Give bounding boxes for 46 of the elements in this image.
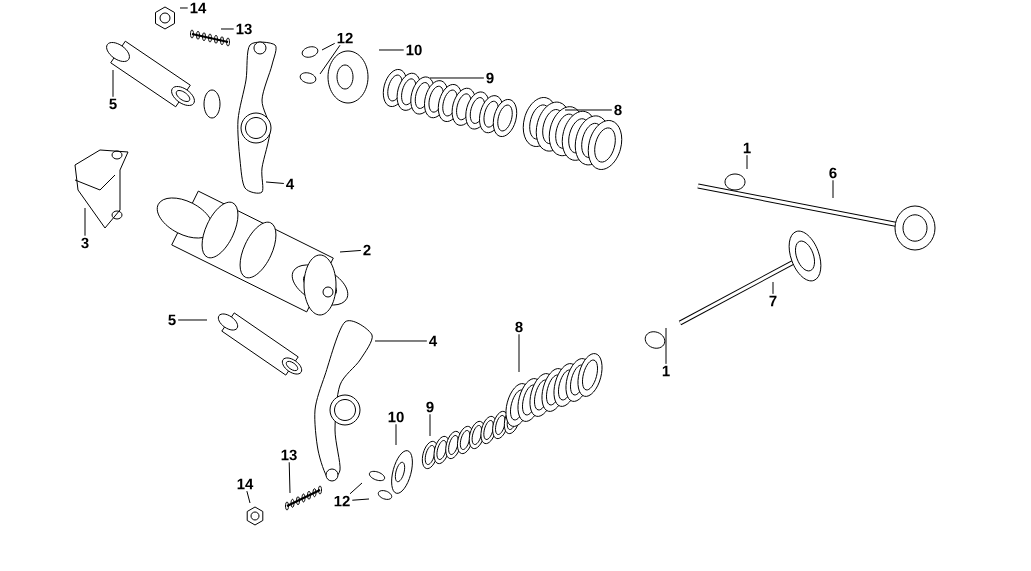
leader-line <box>832 179 834 199</box>
callout-number: 1 <box>743 142 751 154</box>
leader-line <box>179 7 189 9</box>
leader-line <box>84 207 86 237</box>
callout-number: 10 <box>388 411 404 423</box>
callout-number: 4 <box>286 178 295 190</box>
callout-number: 3 <box>81 237 89 249</box>
leader-line <box>374 340 428 342</box>
callout-number: 14 <box>237 478 254 490</box>
callout-number: 8 <box>515 321 523 333</box>
leader-line <box>220 28 235 30</box>
leader-line <box>351 498 370 501</box>
leader-line <box>665 327 667 365</box>
callout-number: 8 <box>614 104 622 116</box>
leader-line <box>429 413 431 437</box>
leader-line <box>112 69 114 98</box>
callout-number: 12 <box>334 495 350 507</box>
leader-line <box>177 319 208 321</box>
leader-line <box>319 44 341 75</box>
callout-number: 10 <box>406 44 422 56</box>
callout-number: 6 <box>829 167 837 179</box>
leader-line <box>288 461 291 494</box>
leader-line <box>564 109 613 111</box>
callout-number: 13 <box>236 23 252 35</box>
callout-number: 14 <box>190 2 207 14</box>
callout-number: 12 <box>337 32 353 44</box>
callout-number: 9 <box>426 401 434 413</box>
leader-line <box>746 154 748 170</box>
callout-number: 2 <box>363 244 371 256</box>
callout-number: 5 <box>109 98 117 110</box>
leader-line <box>772 281 774 295</box>
leader-line <box>349 482 363 495</box>
leader-line <box>321 42 336 51</box>
callout-number: 7 <box>769 295 777 307</box>
leader-line <box>429 77 485 79</box>
callout-number: 1 <box>662 365 670 377</box>
callout-number: 4 <box>429 335 438 347</box>
leader-line <box>246 490 251 504</box>
callout-number: 5 <box>168 314 176 326</box>
leader-line <box>265 181 285 184</box>
leader-line <box>395 423 397 446</box>
callout-number: 9 <box>486 72 494 84</box>
leader-line <box>339 249 362 253</box>
leader-line <box>518 333 520 373</box>
leader-line <box>378 49 405 51</box>
callout-number: 13 <box>281 449 297 461</box>
